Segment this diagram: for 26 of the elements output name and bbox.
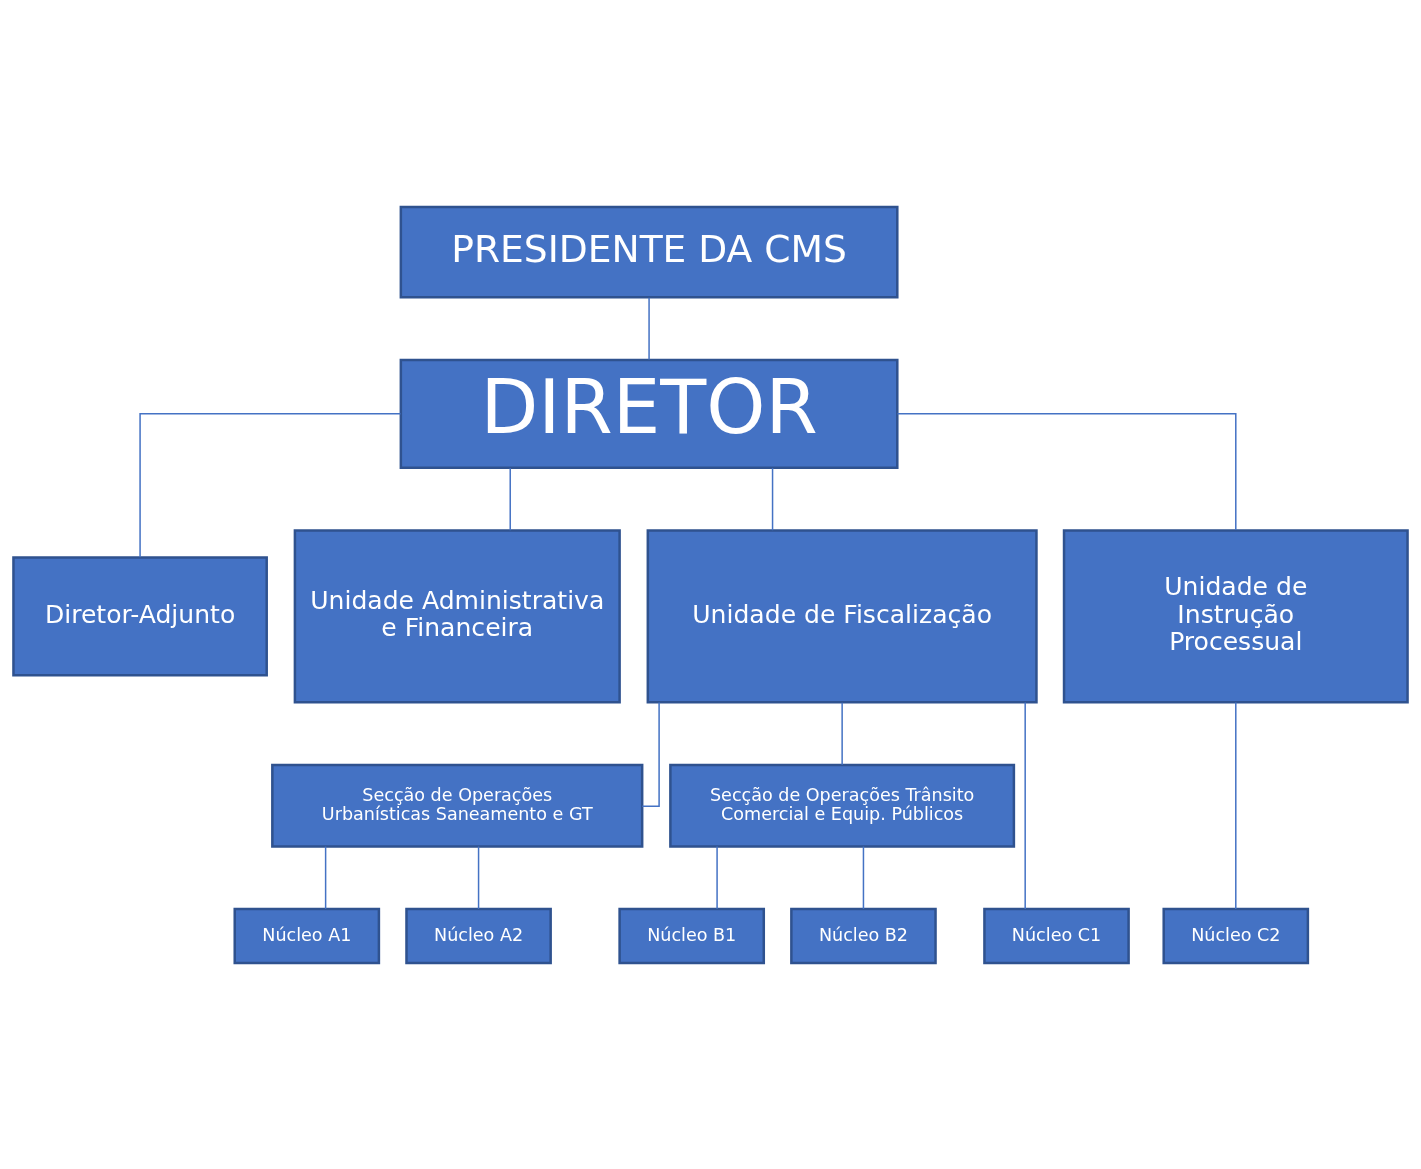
node-box: Núcleo B2 bbox=[790, 907, 937, 964]
connector bbox=[477, 845, 480, 910]
node-box: Unidade de Instrução Processual bbox=[1062, 528, 1409, 703]
connector bbox=[841, 701, 843, 766]
connector bbox=[139, 412, 402, 558]
connector bbox=[862, 845, 865, 910]
node-box: Núcleo B1 bbox=[618, 907, 766, 964]
node-box: Núcleo A1 bbox=[233, 907, 381, 964]
node-box: Secção de Operações Urbanísticas Saneamento e GT bbox=[271, 763, 644, 848]
node-box: Núcleo C2 bbox=[1162, 907, 1310, 964]
connector bbox=[324, 845, 327, 910]
node-box: Unidade de Fiscalização bbox=[646, 528, 1038, 703]
node-box: Unidade Administrativa e Financeira bbox=[293, 528, 621, 703]
connector bbox=[509, 466, 511, 531]
connector bbox=[1235, 701, 1237, 910]
connector bbox=[648, 296, 650, 360]
node-box: DIRETOR bbox=[399, 358, 899, 469]
node-box: Secção de Operações Trânsito Comercial e Equip. Públicos bbox=[669, 763, 1016, 848]
connector bbox=[771, 466, 774, 531]
connector bbox=[1024, 701, 1026, 910]
node-box: Núcleo A2 bbox=[405, 907, 552, 964]
node-box: Núcleo C1 bbox=[983, 907, 1130, 964]
node-box: Diretor-Adjunto bbox=[12, 555, 268, 677]
connector bbox=[716, 845, 718, 910]
node-box: PRESIDENTE DA CMS bbox=[399, 205, 899, 299]
connector bbox=[896, 412, 1237, 531]
